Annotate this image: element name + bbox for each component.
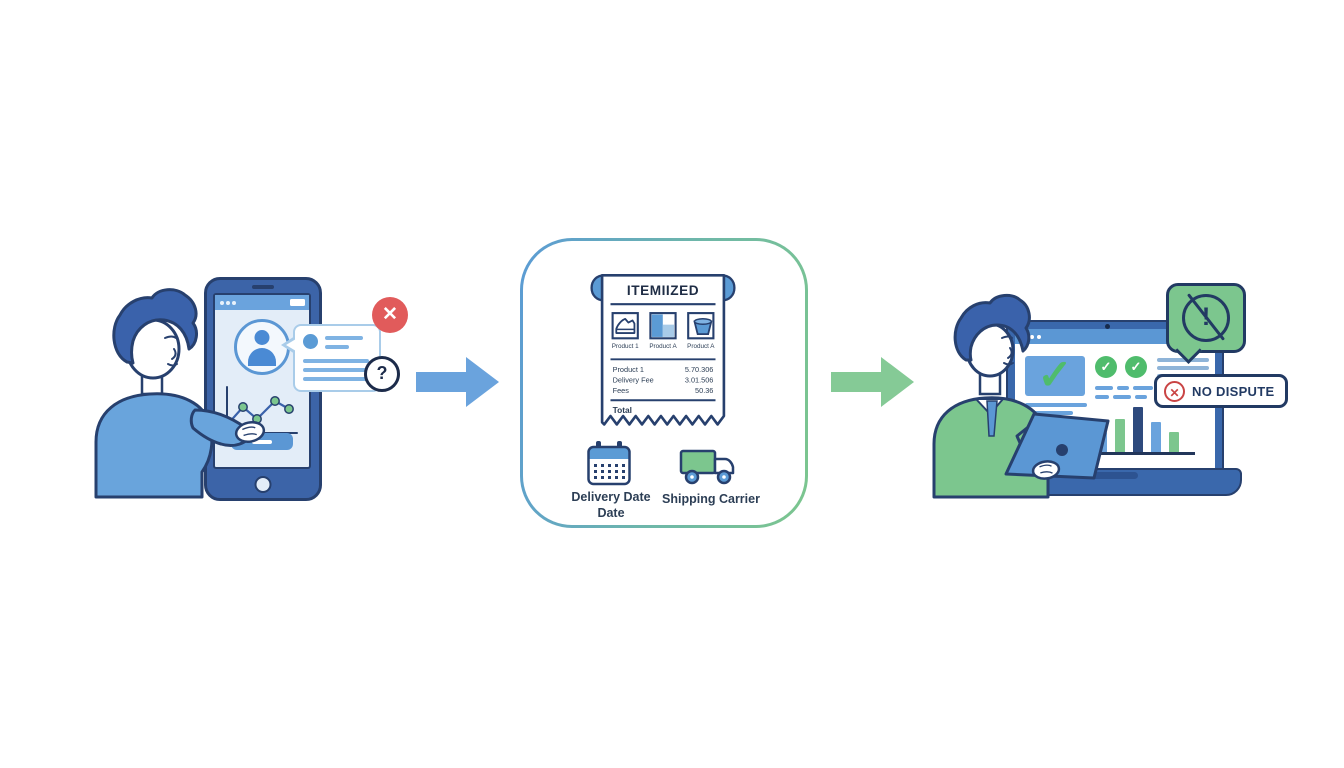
text-line <box>1157 358 1209 362</box>
phone-home-button <box>254 476 272 493</box>
evidence-card: ITEMIIZED Product 1 Product A Product A <box>520 238 808 528</box>
text-line <box>1025 403 1087 407</box>
bubble-avatar-dot <box>303 334 318 349</box>
arrow-right-green <box>831 357 914 407</box>
product-label: Product A <box>649 343 677 350</box>
product-swatch-icon <box>651 314 663 337</box>
check-circle-icon: ✓ <box>1095 356 1117 378</box>
product-label: Product 1 <box>612 343 639 350</box>
check-circle-icon: ✓ <box>1125 356 1147 378</box>
trackpad-notch <box>1084 472 1138 479</box>
text-line <box>1025 411 1073 415</box>
no-alert-bubble: ! <box>1166 283 1246 364</box>
text-line <box>1117 386 1129 390</box>
crossed-circle-icon: ✕ <box>1164 380 1185 402</box>
question-mark-icon: ? <box>364 356 400 392</box>
topbar-pill <box>290 299 305 306</box>
hair <box>112 288 198 365</box>
receipt-row-label: Delivery Fee <box>613 375 654 384</box>
phone-action-button <box>231 433 293 450</box>
avatar-head <box>254 330 270 345</box>
avatar-body <box>248 348 276 366</box>
phone-speaker <box>252 285 274 289</box>
text-line <box>1095 386 1113 390</box>
chart-bar <box>1169 432 1179 452</box>
screen-bar-chart <box>1089 407 1195 455</box>
check-icon: ✓ <box>1037 351 1073 398</box>
no-dispute-badge: ✕ NO DISPUTE <box>1154 374 1289 408</box>
product-label: Product A <box>687 343 715 350</box>
error-x-icon: ✕ <box>372 297 408 333</box>
text-line <box>303 377 369 381</box>
arrow-right-blue <box>416 357 499 407</box>
calendar-icon <box>587 441 631 486</box>
text-line <box>1095 395 1109 399</box>
text-line <box>303 368 369 372</box>
receipt-total-label: Total <box>613 405 632 415</box>
phone-topbar <box>215 295 309 310</box>
webcam-dot <box>1105 324 1110 329</box>
receipt-row-value: 3.01.506 <box>685 375 714 384</box>
text-line <box>1135 395 1147 399</box>
chart-bar <box>1115 419 1125 452</box>
itemized-receipt: ITEMIIZED Product 1 Product A Product A <box>590 273 736 426</box>
delivery-date-label: Delivery Date Date <box>571 490 651 521</box>
truck-icon <box>679 449 735 485</box>
text-line <box>325 336 363 340</box>
text-line <box>1113 395 1131 399</box>
topbar-dot <box>1023 334 1027 339</box>
topbar-dot <box>226 301 230 305</box>
receipt-row-value: 50.36 <box>695 386 713 395</box>
no-dispute-label: NO DISPUTE <box>1192 383 1275 399</box>
text-line <box>1133 386 1153 390</box>
verified-card: ✓ <box>1025 354 1085 396</box>
topbar-dot <box>1037 334 1041 339</box>
shipping-carrier-label: Shipping Carrier <box>662 492 760 506</box>
chart-bar <box>1097 432 1107 452</box>
receipt-title: ITEMIIZED <box>627 283 699 298</box>
text-line <box>325 345 349 349</box>
chart-bar <box>1133 407 1143 452</box>
receipt-row-label: Fees <box>613 386 630 395</box>
topbar-dot <box>232 301 236 305</box>
text-line <box>1025 419 1061 423</box>
laptop-base <box>986 468 1242 496</box>
topbar-dot <box>1030 334 1034 339</box>
button-dash <box>252 439 272 444</box>
evidence-card-inner: ITEMIIZED Product 1 Product A Product A <box>523 241 805 525</box>
receipt-row-label: Product 1 <box>613 365 644 374</box>
topbar-dot <box>220 301 224 305</box>
text-line <box>1157 366 1209 370</box>
receipt-row-value: 5.70.306 <box>685 365 714 374</box>
user-avatar-icon <box>234 319 290 375</box>
text-line <box>303 359 369 363</box>
chart-bar <box>1151 422 1161 452</box>
